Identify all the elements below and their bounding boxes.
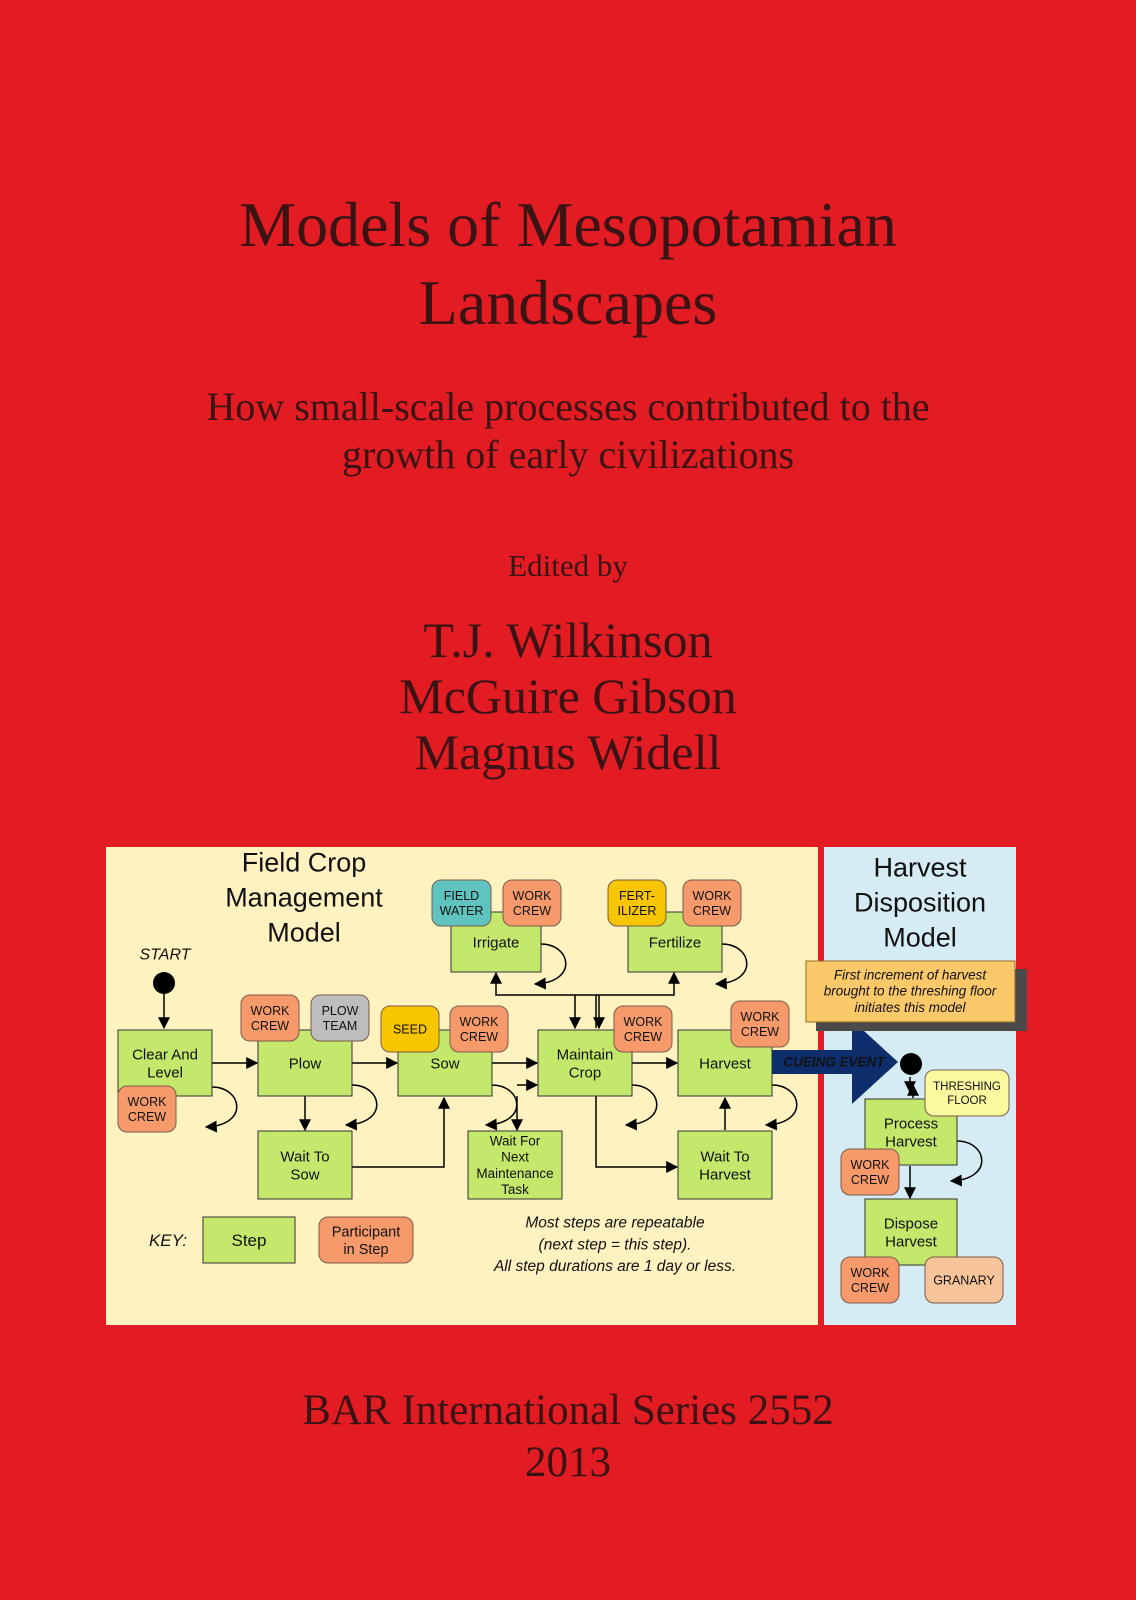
participant-work-crew xyxy=(840,1148,900,1196)
editor-name: T.J. Wilkinson xyxy=(423,612,713,668)
participant-work-crew xyxy=(730,1000,790,1048)
repeat-loop-arrow xyxy=(533,943,567,990)
editors-list: T.J. Wilkinson McGuire Gibson Magnus Wid… xyxy=(0,612,1136,780)
flow-arrow xyxy=(596,971,680,996)
participant-work-crew xyxy=(682,879,742,927)
key-step-box xyxy=(202,1216,296,1264)
participant-granary xyxy=(924,1256,1004,1304)
step-fertilize-label: Fertilize xyxy=(649,934,702,951)
step-sow-label: Sow xyxy=(430,1055,459,1072)
repeat-loop-arrow xyxy=(949,1140,983,1187)
editor-name: Magnus Widell xyxy=(414,724,722,780)
key-participant-box xyxy=(318,1216,414,1264)
participant-seed xyxy=(380,1005,440,1053)
cueing-event-arrow xyxy=(772,1020,898,1104)
step-wait-for-next-maintenance-task xyxy=(467,1130,563,1200)
subtitle-line-1: How small-scale processes contributed to… xyxy=(206,384,930,429)
title-line-2: Landscapes xyxy=(418,267,718,338)
repeat-loop-arrow xyxy=(714,943,748,990)
start-node xyxy=(153,972,175,994)
publication-year: 2013 xyxy=(525,1439,611,1486)
participant-fertilizer-label: FERT-ILIZER xyxy=(618,889,657,918)
key-label: KEY: xyxy=(149,1231,187,1250)
step-harvest-label: Harvest xyxy=(699,1055,752,1072)
repeat-loop-arrow xyxy=(624,1084,658,1131)
step-plow-label: Plow xyxy=(289,1055,322,1072)
participant-threshing-floor xyxy=(924,1069,1010,1117)
start-label: START xyxy=(140,947,192,964)
participant-work-crew xyxy=(840,1256,900,1304)
step-irrigate-label: Irrigate xyxy=(473,934,520,951)
step-dispose-harvest xyxy=(864,1198,958,1266)
repeat-loop-arrow xyxy=(484,1084,518,1131)
participant-work-crew xyxy=(613,1005,673,1053)
harvest-note-box xyxy=(805,960,1016,1023)
edited-by-label: Edited by xyxy=(508,548,628,583)
cueing-event-label: CUEING EVENT xyxy=(783,1055,886,1070)
flow-arrow xyxy=(352,1096,450,1168)
subtitle-line-2: growth of early civilizations xyxy=(341,432,795,477)
key-step-box-label: Step xyxy=(232,1231,267,1250)
participant-plow-team xyxy=(310,994,370,1042)
repeatable-steps-note: Most steps are repeatable(next step = th… xyxy=(493,1215,736,1275)
flow-arrow xyxy=(490,971,597,1028)
participant-granary-label: GRANARY xyxy=(933,1273,995,1287)
book-subtitle: How small-scale processes contributed to… xyxy=(0,383,1136,479)
step-wait-to-sow xyxy=(257,1130,353,1200)
participant-work-crew xyxy=(240,994,300,1042)
participant-fertilizer xyxy=(607,879,667,927)
step-maintain-crop xyxy=(537,1029,633,1097)
book-title: Models of Mesopotamian Landscapes xyxy=(0,186,1136,342)
series-title: BAR International Series 2552 xyxy=(302,1387,834,1434)
participant-work-crew xyxy=(117,1085,177,1133)
series-info: BAR International Series 2552 2013 xyxy=(0,1385,1136,1489)
participant-field-water xyxy=(431,879,492,927)
title-line-1: Models of Mesopotamian xyxy=(239,189,897,260)
repeat-loop-arrow xyxy=(344,1084,378,1131)
flow-arrow xyxy=(595,1096,679,1173)
participant-seed-label: SEED xyxy=(393,1022,427,1036)
repeat-loop-arrow xyxy=(204,1086,238,1133)
step-wait-to-harvest xyxy=(677,1130,773,1200)
harvest-start-node xyxy=(900,1053,922,1075)
repeat-loop-arrow xyxy=(764,1084,798,1131)
participant-work-crew xyxy=(502,879,562,927)
editor-name: McGuire Gibson xyxy=(399,668,737,724)
step-clear-and-level xyxy=(117,1029,213,1097)
participant-work-crew xyxy=(449,1005,509,1053)
